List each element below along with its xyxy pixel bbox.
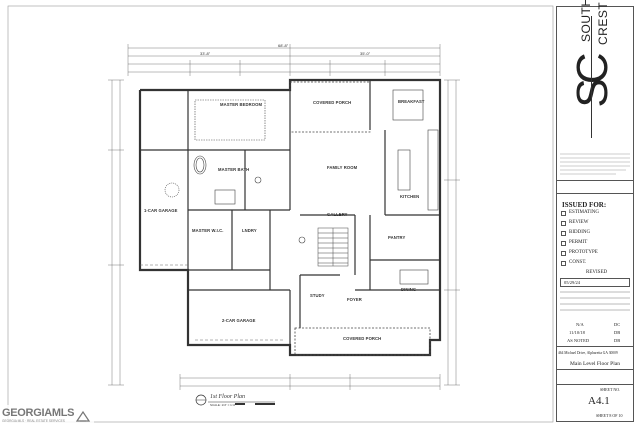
room-master-bedroom: MASTER BEDROOM (220, 102, 263, 107)
room-laundry: LNDRY (242, 228, 257, 233)
room-master-wic: MASTER W.I.C. (192, 228, 224, 233)
sheet-title: Main Level Floor Plan (570, 361, 620, 367)
room-foyer: FOYER (347, 297, 362, 302)
issued-estimating: ESTIMATING (569, 210, 599, 215)
logo-letters: SC (568, 58, 617, 108)
info-scale-note: AS NOTED (567, 338, 590, 343)
issued-prototype: PROTOTYPE (569, 250, 598, 255)
top-dimensions (127, 44, 441, 76)
company-logo: SC SOUTH CREST (561, 0, 629, 145)
checkbox-review[interactable] (561, 221, 566, 226)
info-scale: N/A (576, 322, 584, 327)
room-covered-porch-rear: COVERED PORCH (313, 100, 352, 105)
plan-title-marker (195, 394, 275, 406)
project-address: 464 Michael Drive, Alpharetta GA 30009 (558, 351, 618, 355)
plan-scale: SCALE: 1/4" = 1'-0" (210, 403, 237, 407)
checkbox-prototype[interactable] (561, 251, 566, 256)
room-covered-porch-front: COVERED PORCH (343, 336, 382, 341)
room-pantry: PANTRY (388, 235, 406, 240)
brand-crest: CREST (596, 1, 610, 45)
issued-bidding: BIDDING (569, 230, 591, 235)
room-dining: DINING (401, 287, 417, 292)
bottom-dimensions (179, 374, 441, 390)
info-approved-by: DB (614, 338, 621, 343)
revised-date: 05/29/24 (564, 280, 581, 285)
plan-title: 1st Floor Plan (210, 394, 246, 400)
brand-south: SOUTH (579, 0, 593, 42)
info-date: 11/10/18 (569, 330, 585, 335)
room-family-room: FAMILY ROOM (327, 165, 358, 170)
room-two-car-garage: 2-CAR GARAGE (222, 318, 256, 323)
revision-rows (560, 291, 630, 311)
room-one-car-garage: 1-CAR GARAGE (144, 208, 178, 213)
watermark-subtext: GEORGIA MLS · REAL ESTATE SERVICES (2, 419, 65, 423)
checkbox-estimating[interactable] (561, 211, 566, 216)
issued-permit: PERMIT (569, 240, 588, 245)
dim-top-left: 33'-8" (200, 51, 211, 56)
issued-const: CONST. (569, 260, 587, 265)
sheet-number: A4.1 (588, 395, 610, 407)
issued-for-label: ISSUED FOR: (562, 201, 607, 209)
room-kitchen: KITCHEN (400, 194, 420, 199)
checkbox-const[interactable] (561, 261, 566, 266)
floor-plan-area: MASTER BEDROOM COVERED PORCH BREAKFAST F… (7, 5, 554, 423)
stairs (317, 227, 349, 267)
georgia-mls-watermark: GEORGIAMLS GEORGIA MLS · REAL ESTATE SER… (0, 405, 95, 427)
revised-label: REVISED (586, 270, 608, 275)
floor-plan-drawing (7, 5, 554, 423)
room-master-bath: MASTER BATH (218, 167, 250, 172)
info-checked-by: DB (614, 330, 621, 335)
checkbox-permit[interactable] (561, 241, 566, 246)
sheet-no-label: SHEET NO. (600, 387, 621, 392)
watermark-text: GEORGIAMLS (2, 407, 75, 419)
disclaimer-text-lines (560, 153, 630, 175)
watermark-house-icon (76, 410, 91, 422)
room-study: STUDY (310, 293, 325, 298)
room-gallery: GALLERY (327, 212, 348, 217)
info-drawn-by: DC (614, 322, 621, 327)
room-breakfast: BREAKFAST (398, 99, 425, 104)
checkbox-bidding[interactable] (561, 231, 566, 236)
interior-walls (140, 80, 440, 345)
right-dimensions (444, 79, 460, 386)
fixtures (164, 89, 439, 285)
dim-overall-top: 68'-8" (278, 43, 289, 48)
dim-top-right: 35'-0" (360, 51, 371, 56)
title-block: SC SOUTH CREST ISSUED FOR: ESTIMATING RE… (556, 0, 640, 427)
sheet-count: SHEET 8 OF 10 (596, 413, 623, 418)
issued-review: REVIEW (569, 220, 589, 225)
left-dimensions (108, 79, 124, 386)
